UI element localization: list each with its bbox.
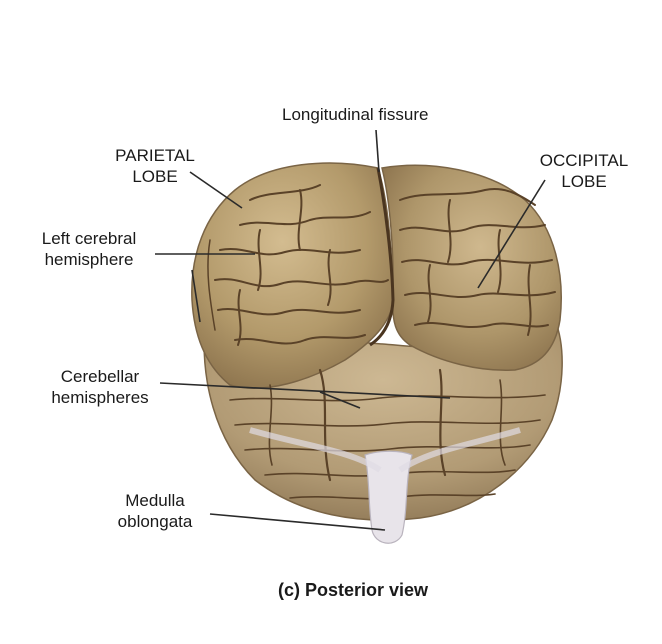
- label-parietal-lobe: PARIETAL LOBE: [100, 145, 210, 187]
- leader-medulla: [209, 513, 386, 531]
- label-cerebellar-hemispheres: Cerebellar hemispheres: [40, 366, 160, 408]
- label-cerebellar-hemispheres-line2: hemispheres: [51, 388, 149, 407]
- label-occipital-lobe: OCCIPITAL LOBE: [522, 150, 646, 192]
- leader-cerebellar-1: [159, 382, 451, 399]
- label-longitudinal-fissure: Longitudinal fissure: [282, 105, 429, 124]
- label-left-cerebral-hemisphere: Left cerebral hemisphere: [18, 228, 160, 270]
- label-left-cerebral-hemisphere-line1: Left cerebral: [41, 229, 137, 248]
- medulla-shape: [364, 450, 413, 544]
- leader-cerebellar-2: [319, 391, 361, 409]
- label-parietal-lobe-line2: LOBE: [132, 167, 178, 186]
- label-parietal-lobe-line1: PARIETAL: [115, 146, 195, 165]
- label-occipital-lobe-line1: OCCIPITAL: [539, 151, 629, 170]
- leader-parietal-lobe: [189, 171, 243, 209]
- figure-caption: (c) Posterior view: [278, 580, 429, 600]
- leader-occipital-lobe: [477, 179, 546, 289]
- label-medulla-oblongata-line1: Medulla: [125, 491, 185, 510]
- leader-left-hemisphere-2: [191, 269, 201, 323]
- label-left-cerebral-hemisphere-line2: hemisphere: [44, 250, 134, 269]
- label-cerebellar-hemispheres-line1: Cerebellar: [60, 367, 140, 386]
- label-medulla-oblongata-line2: oblongata: [117, 512, 193, 531]
- label-medulla-oblongata: Medulla oblongata: [100, 490, 210, 532]
- leader-longitudinal-fissure: [375, 129, 380, 173]
- label-occipital-lobe-line2: LOBE: [561, 172, 607, 191]
